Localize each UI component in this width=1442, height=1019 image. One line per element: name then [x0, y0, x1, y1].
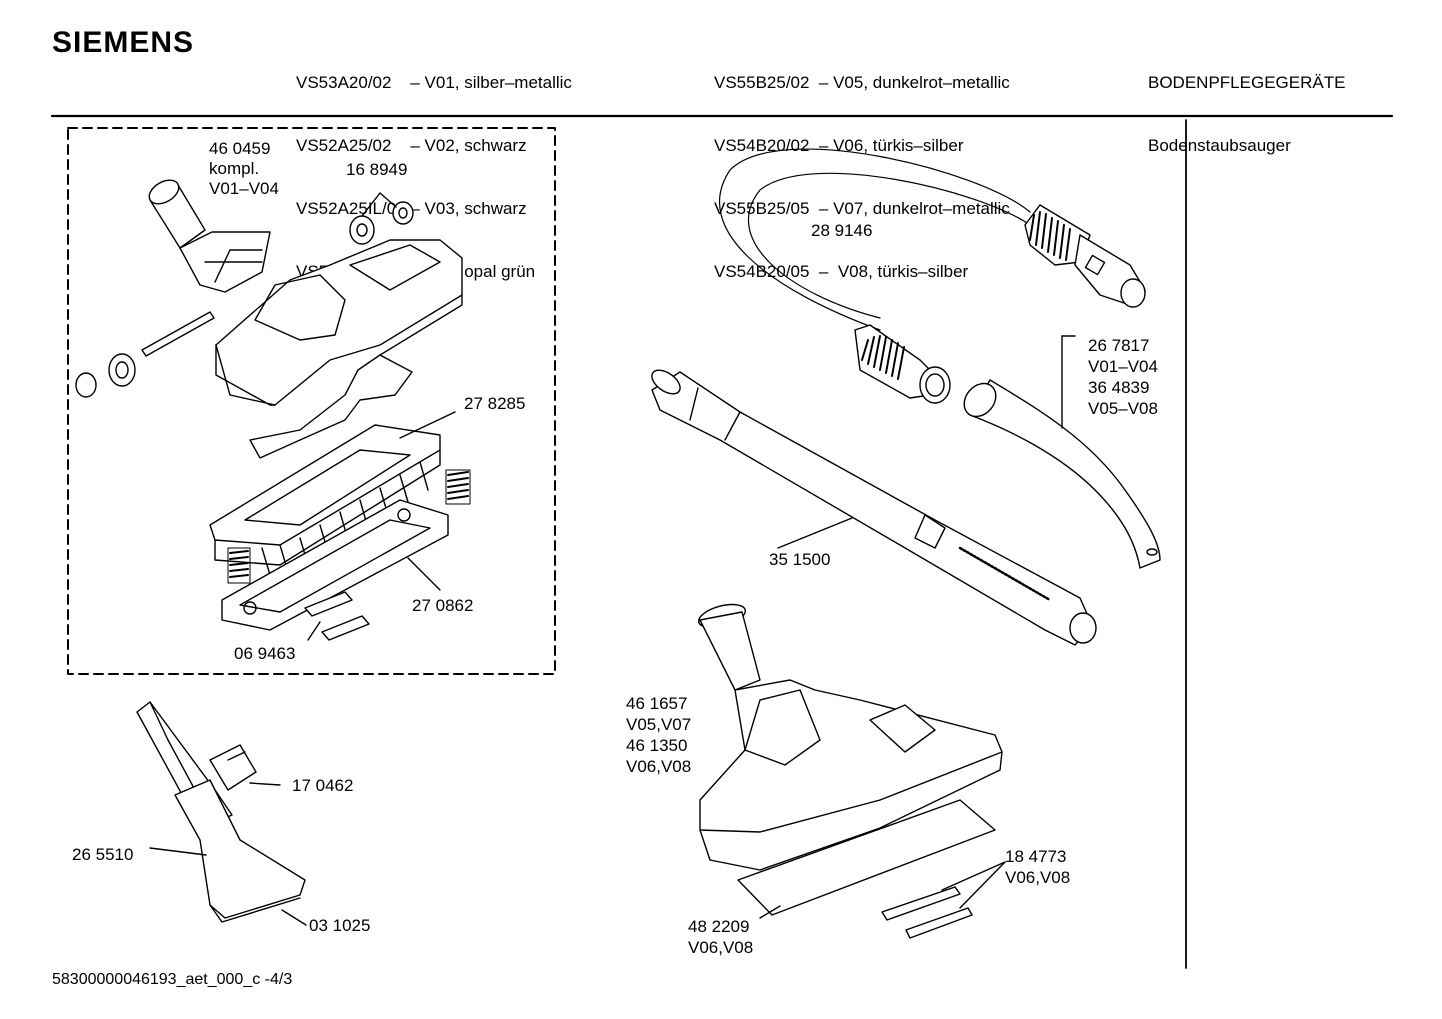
model-line: VS55B25/05 – V07, dunkelrot–metallic	[714, 199, 1010, 218]
small-wheel-part	[75, 353, 136, 398]
strip-pair-part	[881, 886, 973, 939]
part-label-351500: 35 1500	[769, 550, 831, 569]
clip-part	[209, 744, 257, 791]
wheel-pair-part	[349, 192, 414, 245]
model-line: VS53A20/02 – V01, silber–metallic	[296, 73, 572, 92]
part-label-184773: 18 4773 V06,V08	[1005, 847, 1071, 887]
nozzle-housing-part	[215, 239, 463, 406]
spring-left-part	[227, 547, 251, 584]
nozzle-neck-part	[148, 179, 271, 293]
part-label-461657: 46 1657 V05,V07 46 1350 V06,V08	[626, 694, 692, 776]
telescopic-tube-part	[651, 369, 1097, 646]
part-label-168949: 16 8949	[346, 160, 408, 179]
brand-logo: SIEMENS	[52, 26, 195, 59]
leader-184773-a	[941, 861, 1006, 891]
part-label-265510: 26 5510	[72, 845, 134, 864]
handle-part	[963, 379, 1161, 569]
suction-hose-part	[718, 148, 1146, 331]
leader-265510	[149, 847, 207, 856]
leader-482209	[759, 905, 781, 919]
axle-part	[141, 311, 215, 357]
kit-dashed-box	[67, 127, 556, 675]
spring-right-part	[445, 469, 471, 505]
model-list-left: VS53A20/02 – V01, silber–metallic VS52A2…	[296, 30, 572, 303]
part-label-267817: 26 7817 V01–V04 36 4839 V05–V08	[1088, 336, 1158, 418]
sole-plate-part	[209, 424, 441, 576]
category-block: BODENPFLEGEGERÄTE Bodenstaubsauger	[1148, 30, 1345, 177]
brush-strip-part	[737, 799, 996, 916]
part-label-278285: 27 8285	[464, 394, 526, 413]
model-line: VS52A25IL/02 – V03, schwarz	[296, 199, 527, 218]
part-label-460459: 46 0459 kompl. V01–V04	[209, 139, 279, 198]
part-label-289146: 28 9146	[811, 221, 873, 240]
leader-031025	[281, 909, 307, 926]
part-label-482209: 48 2209 V06,V08	[688, 917, 754, 957]
part-label-069463: 06 9463	[234, 644, 296, 663]
crevice-tool-part	[136, 701, 306, 923]
part-label-270862: 27 0862	[412, 596, 474, 615]
category-subtitle: Bodenstaubsauger	[1148, 136, 1291, 155]
model-line: VS55B25/02 – V05, dunkelrot–metallic	[714, 73, 1010, 92]
base-plate-part	[221, 499, 449, 631]
part-label-170462: 17 0462	[292, 776, 354, 795]
leader-170462	[249, 782, 281, 786]
document-id: 58300000046193_aet_000_c -4/3	[52, 971, 293, 988]
category-title: BODENPFLEGEGERÄTE	[1148, 73, 1346, 92]
model-line: VS52A25/02 – V02, schwarz	[296, 136, 527, 155]
leader-184773-b	[959, 861, 1006, 909]
lever-part	[249, 354, 413, 459]
part-label-031025: 03 1025	[309, 916, 371, 935]
hose-end-part	[854, 324, 951, 404]
leader-351500	[777, 517, 853, 549]
model-list-right: VS55B25/02 – V05, dunkelrot–metallic VS5…	[714, 30, 1010, 303]
floor-nozzle-part	[697, 603, 1003, 871]
strip-part	[304, 591, 370, 641]
